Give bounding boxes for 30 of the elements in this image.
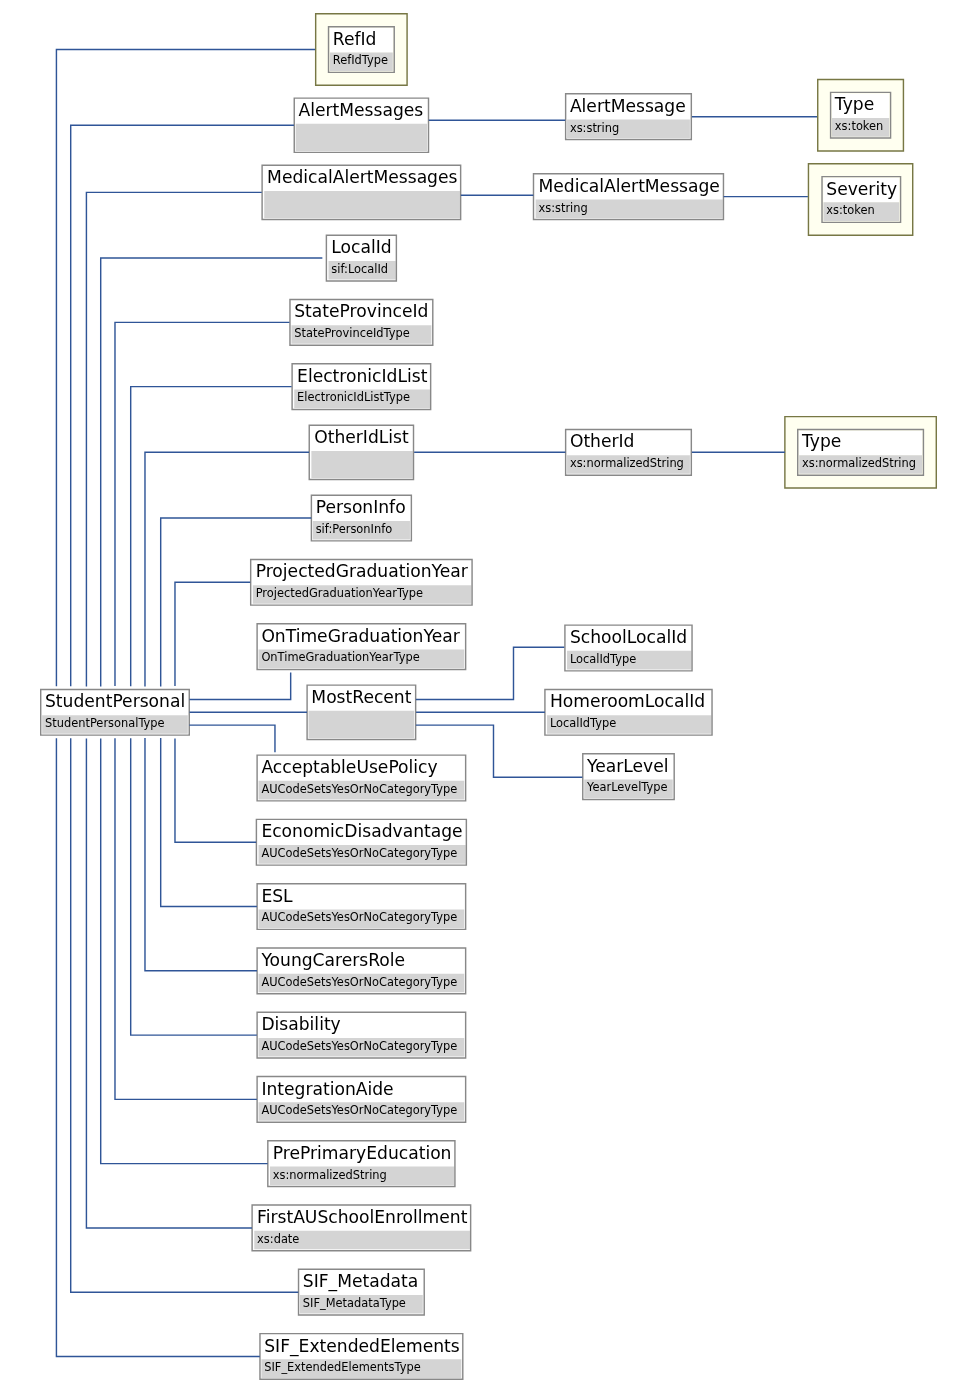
- connector: [129, 737, 258, 1036]
- connector: [159, 737, 258, 908]
- connector: [99, 737, 268, 1165]
- connector: [113, 321, 290, 687]
- connector: [188, 671, 291, 701]
- connector: [85, 191, 262, 688]
- connector: [55, 48, 316, 687]
- connector: [55, 737, 261, 1358]
- connector: [69, 737, 299, 1293]
- connector: [414, 646, 565, 701]
- connector: [414, 711, 546, 713]
- connector: [69, 124, 295, 687]
- connector: [722, 195, 809, 198]
- connector: [143, 737, 258, 972]
- connector: [159, 517, 312, 688]
- connector: [690, 115, 818, 118]
- connector: [188, 724, 276, 753]
- connector: [459, 194, 534, 196]
- connector: [99, 257, 323, 688]
- connector: [113, 737, 258, 1101]
- connector: [414, 724, 583, 778]
- connector: [427, 119, 566, 121]
- connector: [412, 451, 566, 454]
- connector: [188, 711, 308, 713]
- connector: [173, 581, 251, 687]
- connector: [690, 451, 786, 454]
- connector: [173, 737, 257, 843]
- connector: [85, 737, 253, 1229]
- connector: [129, 385, 292, 687]
- connector: [143, 451, 310, 688]
